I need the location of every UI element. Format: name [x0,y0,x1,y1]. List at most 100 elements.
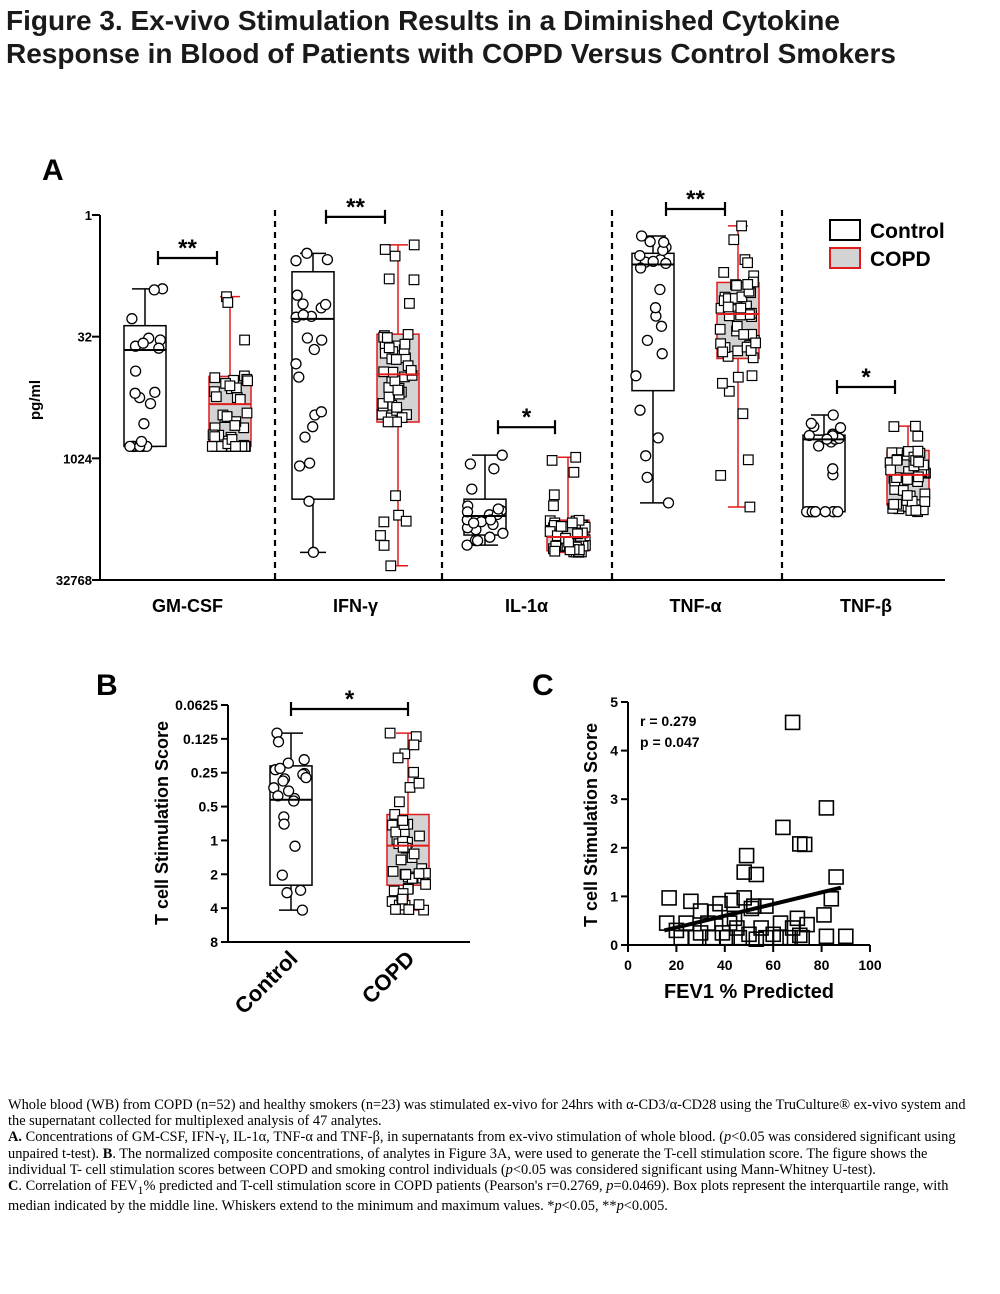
control-point [654,283,666,296]
control-point [307,421,319,433]
control-point [293,371,305,383]
copd-point [738,329,750,340]
copd-point [385,560,397,572]
panel-c-y-tick-label: 2 [610,840,618,856]
panel-c-stat-r: r = 0.279 [640,713,697,729]
panel-c-letter: C [532,669,554,702]
control-point [466,483,478,495]
b-copd-point [413,899,425,910]
control-point [308,343,320,356]
control-point [488,463,500,475]
copd-point [378,366,390,378]
copd-point [735,302,747,314]
control-point [497,527,509,539]
copd-point [209,372,221,384]
control-point [129,365,142,377]
b-copd-point [403,904,415,915]
control-point [834,422,847,434]
panel-c-point [724,892,740,909]
copd-point [718,267,730,278]
copd-point [408,274,420,286]
panel-c-y-tick-label: 3 [610,791,618,807]
panel-c-x-tick-label: 0 [624,957,632,973]
copd-point [732,371,744,383]
control-point [303,495,315,507]
copd-point [209,431,221,442]
copd-point [546,455,558,466]
control-point [819,506,831,518]
copd-point [722,301,734,313]
panel-a-y-tick-label: 32768 [56,573,92,588]
copd-point [888,498,900,510]
panel-c-point [775,819,791,836]
b-copd-point [390,826,402,838]
copd-point [566,517,578,529]
panel-c-point [816,907,832,923]
panel-b-y-tick-label: 2 [210,866,218,882]
copd-point [891,454,903,466]
panel-b-category-label: COPD [357,946,420,1009]
control-point [660,257,672,270]
figure-caption: Whole blood (WB) from COPD (n=52) and he… [8,1097,986,1214]
control-point [635,230,648,242]
panel-b-letter: B [96,669,118,702]
panel-c-point [784,714,801,731]
legend-swatch-1 [829,247,861,269]
copd-point [210,391,222,403]
copd-point [570,451,582,463]
title-line-2: Response in Blood of Patients with COPD … [6,38,896,69]
b-copd-point [404,781,416,793]
control-point [471,534,484,547]
b-control-point [296,904,309,916]
copd-point [548,489,560,501]
panel-c-x-tick-label: 40 [717,957,733,973]
copd-point [728,234,740,246]
control-point [496,449,508,461]
copd-point [383,273,395,285]
panel-c-point [712,895,728,912]
control-point [641,334,654,347]
copd-point [912,430,924,442]
copd-point [885,464,896,476]
b-copd-point [397,815,409,826]
sig-3-stars: ** [686,186,705,213]
panel-c-point [818,928,835,945]
copd-point [375,530,386,541]
b-copd-point [392,752,404,764]
b-sig-stars: * [345,686,355,713]
control-point [630,370,642,382]
panel-c-y-tick-label: 1 [610,888,618,904]
copd-point [716,377,728,389]
b-copd-point [397,893,408,905]
copd-point [206,441,218,452]
copd-point [234,394,246,405]
control-point [644,235,656,248]
copd-point [239,334,251,346]
panel-b-y-tick-label: 0.25 [191,765,218,781]
panel-a-category-label: IFN-γ [333,596,378,616]
panel-b-ylabel: T cell Stimulation Score [152,721,172,925]
b-control-point [272,790,284,802]
copd-point [393,509,404,521]
copd-point [919,496,931,507]
control-point [803,429,815,442]
panel-c-point [731,929,748,946]
control-point [153,342,165,354]
panel-c-x-tick-label: 20 [669,957,685,973]
copd-point [408,239,420,251]
control-point [297,309,309,321]
control-point [461,539,473,551]
figure-title: Figure 3. Ex-vivo Stimulation Results in… [6,4,996,70]
b-control-point [276,869,288,881]
control-point [293,460,306,472]
panel-c-y-tick-label: 4 [610,743,618,759]
b-copd-point [413,868,425,879]
b-control-point [281,887,293,899]
control-point [832,506,844,518]
copd-point [548,500,559,512]
panel-a-category-label: GM-CSF [152,596,223,616]
b-copd-point [389,808,401,820]
panel-a-y-tick-label: 1 [85,208,92,223]
panel-b-category-label: Control [230,946,303,1019]
control-point [634,262,647,274]
